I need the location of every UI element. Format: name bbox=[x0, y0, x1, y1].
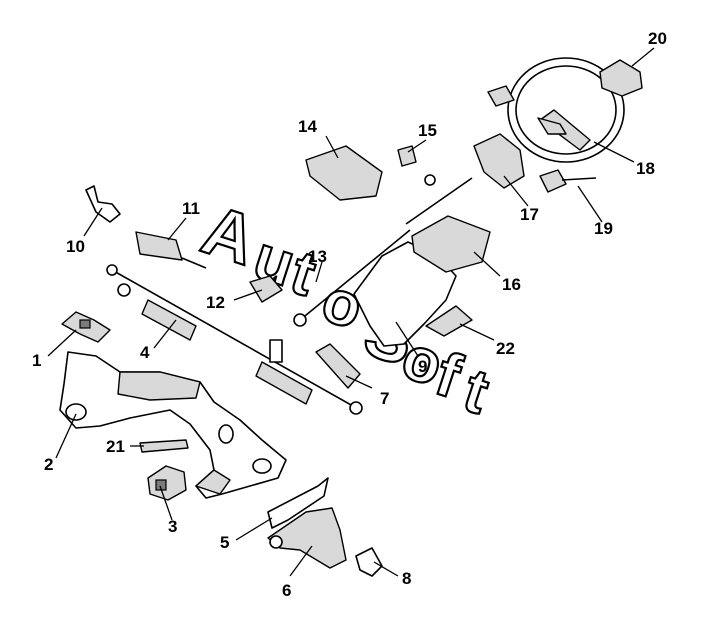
steering-column-part bbox=[405, 174, 473, 225]
boot-part-7 bbox=[315, 343, 361, 389]
switch-bracket-part-17 bbox=[473, 133, 525, 189]
callout-15: 15 bbox=[418, 121, 437, 140]
lock-barrel-part-15 bbox=[397, 145, 417, 167]
callout-16: 16 bbox=[502, 275, 521, 294]
intermediate-shaft-part bbox=[293, 229, 411, 327]
strap-part-21 bbox=[139, 439, 189, 453]
shroud-part-14 bbox=[305, 145, 383, 201]
callout-9: 9 bbox=[418, 357, 427, 376]
column-support-part bbox=[353, 241, 457, 347]
callout-11: 11 bbox=[182, 199, 200, 218]
steering-rack-part bbox=[106, 264, 363, 415]
callout-22: 22 bbox=[496, 339, 515, 358]
callout-17: 17 bbox=[520, 205, 539, 224]
callout-12: 12 bbox=[206, 293, 225, 312]
callout-1: 1 bbox=[32, 351, 41, 370]
callout-21: 21 bbox=[106, 437, 125, 456]
callout-7: 7 bbox=[380, 389, 389, 408]
plate-part-22 bbox=[425, 305, 473, 337]
callout-18: 18 bbox=[636, 159, 655, 178]
joint-part-12 bbox=[249, 275, 283, 303]
leader-lines bbox=[47, 47, 655, 577]
callout-6: 6 bbox=[282, 581, 291, 600]
steering-wheel-part bbox=[507, 57, 625, 163]
horn-pad-part bbox=[487, 85, 515, 107]
callouts: 1 2 3 4 5 6 7 8 9 10 11 12 13 14 15 16 1… bbox=[32, 29, 667, 600]
control-arm-part-6 bbox=[267, 507, 347, 569]
subframe-part bbox=[59, 351, 287, 499]
ball-joint-part-8 bbox=[355, 547, 383, 577]
callout-2: 2 bbox=[44, 455, 53, 474]
stalk-switch-part bbox=[539, 169, 597, 193]
callout-14: 14 bbox=[298, 117, 317, 136]
callout-13: 13 bbox=[308, 247, 327, 266]
cover-cap-part bbox=[599, 59, 643, 97]
bracket-part-1 bbox=[61, 311, 111, 343]
callout-8: 8 bbox=[402, 569, 411, 588]
mount-part-3 bbox=[147, 465, 187, 501]
callout-10: 10 bbox=[66, 237, 85, 256]
callout-5: 5 bbox=[220, 533, 229, 552]
callout-19: 19 bbox=[594, 219, 613, 238]
column-cover-part bbox=[411, 215, 491, 273]
tie-rod-end-part-10 bbox=[85, 185, 121, 223]
damper-part-11 bbox=[135, 231, 207, 269]
callout-3: 3 bbox=[168, 517, 177, 536]
callout-4: 4 bbox=[140, 343, 150, 362]
arm-bracket-part-5 bbox=[267, 477, 329, 529]
callout-20: 20 bbox=[648, 29, 667, 48]
